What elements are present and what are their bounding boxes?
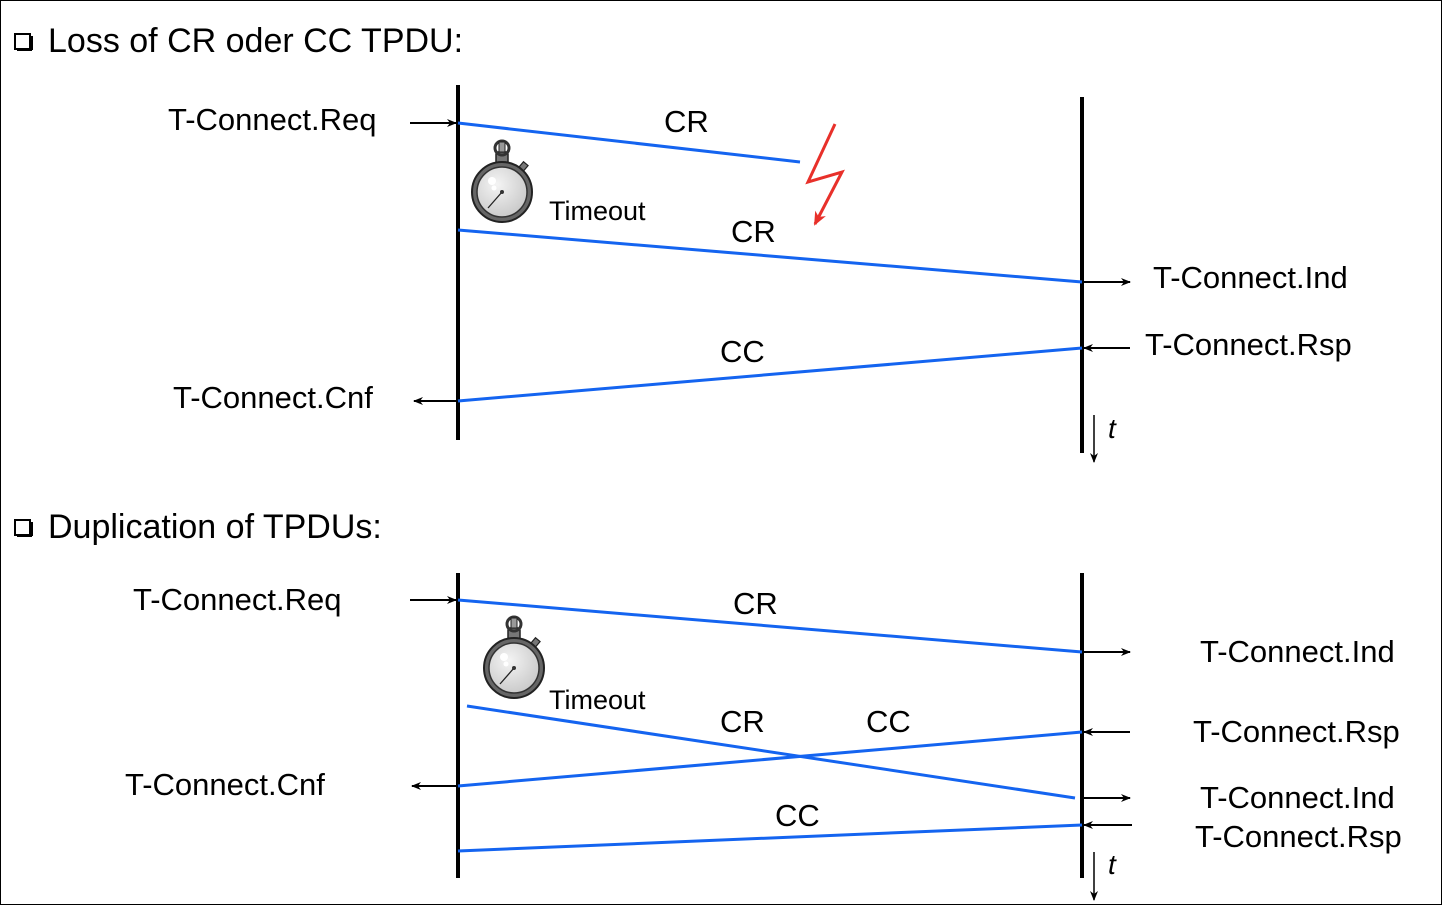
message-cr-retransmit [457, 228, 1083, 284]
primitive-connect-rsp: T-Connect.Rsp [1145, 327, 1352, 362]
checkbox-bullet-icon [14, 519, 31, 536]
stopwatch-icon [482, 615, 546, 700]
message-cr-duplicate [466, 704, 1076, 800]
primitive-connect-cnf: T-Connect.Cnf [173, 380, 373, 415]
message-label-cr: CR [664, 104, 709, 139]
primitive-connect-cnf: T-Connect.Cnf [125, 767, 325, 802]
message-cc [457, 346, 1083, 403]
time-axis-label: t [1108, 849, 1117, 880]
primitive-connect-ind: T-Connect.Ind [1200, 634, 1395, 669]
section-heading: Duplication of TPDUs: [48, 508, 382, 546]
stopwatch-icon [470, 139, 534, 224]
message-cr-lost [457, 121, 801, 164]
timeout-label: Timeout [549, 685, 646, 715]
primitive-connect-req: T-Connect.Req [133, 582, 342, 617]
primitive-connect-rsp: T-Connect.Rsp [1193, 714, 1400, 749]
primitive-connect-rsp-duplicate: T-Connect.Rsp [1195, 819, 1402, 854]
message-label-cr: CR [731, 214, 776, 249]
message-label-cr: CR [720, 704, 765, 739]
lightning-loss-icon [805, 123, 845, 226]
section-heading: Loss of CR oder CC TPDU: [48, 22, 463, 60]
message-cr [457, 598, 1083, 654]
message-label-cc: CC [866, 704, 911, 739]
section-loss: Loss of CR oder CC TPDU: t T-Connect.Req… [14, 22, 1352, 463]
message-label-cr: CR [733, 586, 778, 621]
timeout-label: Timeout [549, 196, 646, 226]
checkbox-bullet-icon [14, 33, 31, 50]
message-cc [457, 730, 1083, 788]
primitive-connect-req: T-Connect.Req [168, 102, 377, 137]
message-label-cc: CC [775, 798, 820, 833]
time-axis-label: t [1108, 413, 1117, 444]
primitive-connect-ind: T-Connect.Ind [1153, 260, 1348, 295]
primitive-connect-ind-duplicate: T-Connect.Ind [1200, 780, 1395, 815]
section-duplication: Duplication of TPDUs: t T-Connect.Req T-… [14, 508, 1402, 901]
message-label-cc: CC [720, 334, 765, 369]
message-cc-duplicate [457, 823, 1083, 853]
